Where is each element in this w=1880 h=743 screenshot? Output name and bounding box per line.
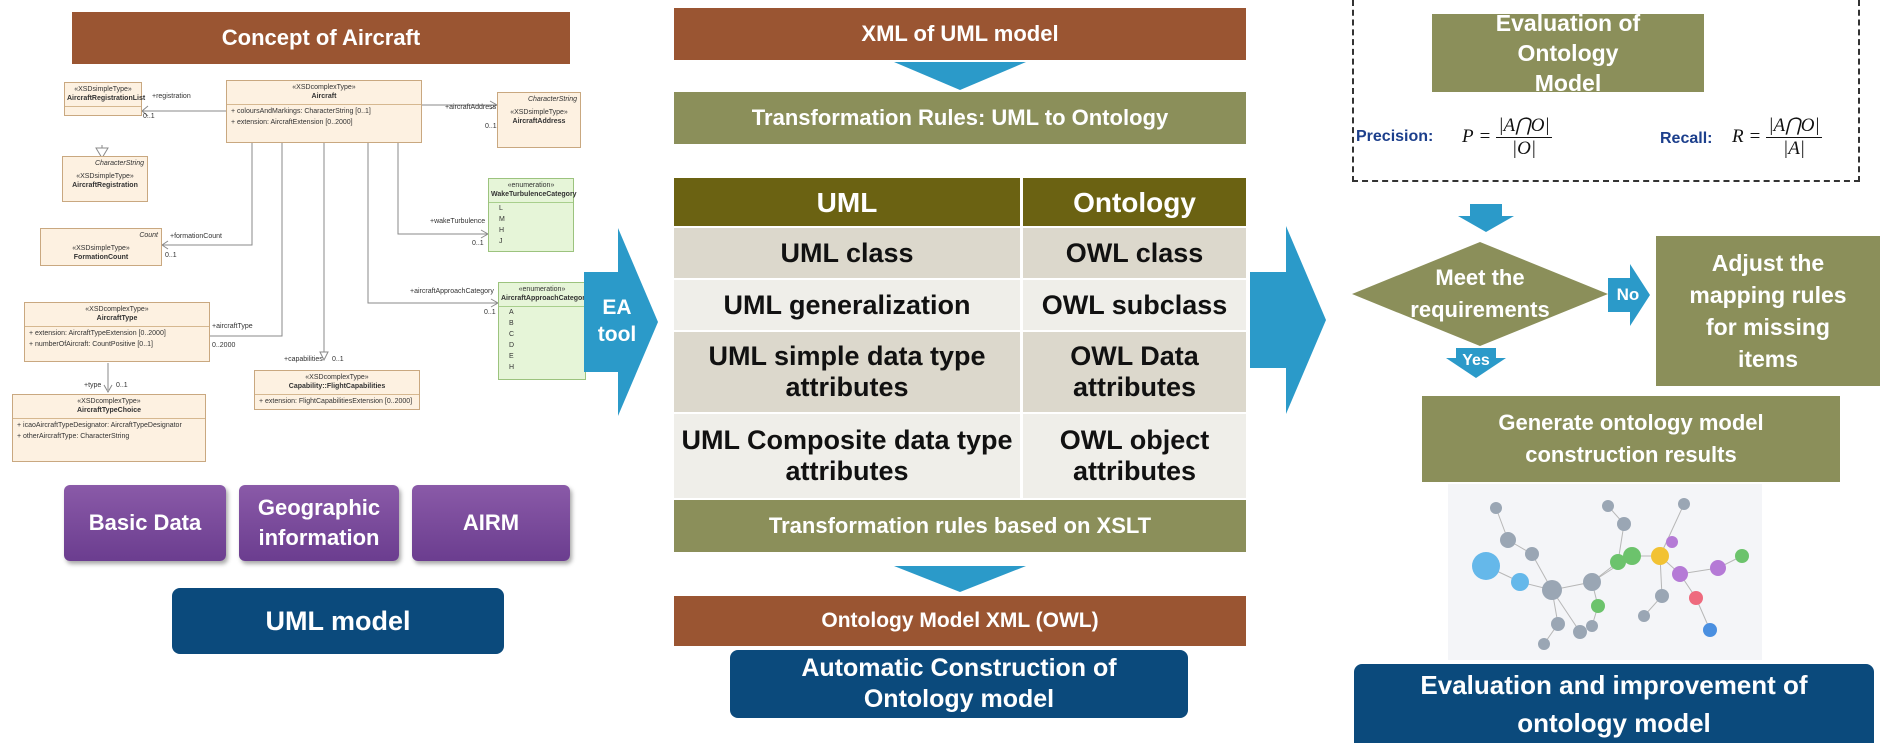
middle-to-right-arrow (1250, 226, 1326, 414)
recall-formula: R = |A⋂O| |A| (1732, 115, 1822, 159)
no-arrow (1608, 264, 1650, 326)
ontology-graph-image (1448, 484, 1762, 660)
precision-numerator: |A⋂O| (1496, 115, 1552, 138)
uml-model-label: UML model (172, 588, 504, 654)
decision-label: Meet the requirements (1410, 265, 1550, 322)
ea-tool-label: EA tool (597, 296, 637, 346)
uml-label-mult-choice: 0..1 (116, 382, 128, 389)
uml-label-approach-category: +aircraftApproachCategory (410, 288, 494, 295)
uml-aircraft-type-choice: «XSDcomplexType»AircraftTypeChoice + ica… (12, 394, 206, 462)
uml-aircraft-address: CharacterString «XSDsimpleType»AircraftA… (497, 92, 581, 148)
table-header-ontology: Ontology (1023, 178, 1246, 226)
uml-label-mult-appr: 0..1 (484, 309, 496, 316)
evaluation-panel (1352, 0, 1860, 182)
mapping-table: UML Ontology UML class OWL class UML gen… (674, 178, 1246, 498)
table-cell-ontology: OWL object attributes (1023, 414, 1246, 498)
uml-formation-count: Count «XSDsimpleType»FormationCount (40, 228, 162, 266)
table-cell-uml: UML simple data type attributes (674, 332, 1020, 412)
uml-label-mult-wake: 0..1 (472, 240, 484, 247)
ea-tool-arrow (584, 228, 658, 416)
uml-label-wake-turbulence: +wakeTurbulence (430, 218, 486, 225)
uml-label-mult-addr: 0..1 (485, 123, 497, 130)
recall-label: Recall: (1660, 130, 1713, 147)
decision-diamond (1352, 242, 1608, 346)
yes-arrow (1446, 348, 1506, 378)
table-cell-uml: UML Composite data type attributes (674, 414, 1020, 498)
adjust-mapping-rules-box: Adjust the mapping rules for missing ite… (1656, 236, 1880, 386)
table-cell-ontology: OWL class (1023, 228, 1246, 278)
uml-label-formation-count: +formationCount (170, 233, 222, 240)
recall-lhs: R (1732, 126, 1744, 147)
uml-label-aircraft-address: +aircraftAddress (445, 104, 497, 111)
precision-formula: P = |A⋂O| |O| (1462, 115, 1552, 159)
xslt-rules-header: Transformation rules based on XSLT (674, 500, 1246, 552)
uml-flight-capabilities: «XSDcomplexType»Capability::FlightCapabi… (254, 370, 420, 410)
uml-aircraft-registration: CharacterString «XSDsimpleType»AircraftR… (62, 156, 148, 202)
table-cell-ontology: OWL subclass (1023, 280, 1246, 330)
table-header-uml: UML (674, 178, 1020, 226)
table-cell-uml: UML generalization (674, 280, 1020, 330)
geographic-information-button[interactable]: Geographic information (239, 485, 399, 561)
recall-numerator: |A⋂O| (1766, 115, 1822, 138)
generate-results-box: Generate ontology model construction res… (1422, 396, 1840, 482)
precision-denominator: |O| (1511, 138, 1537, 159)
precision-lhs: P (1462, 126, 1474, 147)
evaluation-title: Evaluation of Ontology Model (1432, 10, 1704, 96)
table-cell-ontology: OWL Data attributes (1023, 332, 1246, 412)
transformation-rules-header: Transformation Rules: UML to Ontology (674, 92, 1246, 144)
uml-label-mult-type: 0..2000 (212, 342, 236, 349)
precision-label: Precision: (1356, 128, 1434, 145)
automatic-construction-label: Automatic Construction of Ontology model (730, 650, 1188, 718)
down-arrow-decision (1458, 204, 1514, 232)
uml-label-aircraft-type: +aircraftType (212, 323, 253, 330)
uml-label-mult-reg: 0..1 (143, 113, 155, 120)
uml-label-capabilities: +capabilities (284, 356, 323, 363)
uml-label-type: +type (84, 382, 102, 389)
ontology-model-xml-header: Ontology Model XML (OWL) (674, 596, 1246, 646)
xml-of-uml-model-header: XML of UML model (674, 8, 1246, 60)
concept-of-aircraft-header: Concept of Aircraft (72, 12, 570, 64)
uml-wake-turbulence-category: «enumeration»WakeTurbulenceCategory L M … (488, 178, 577, 252)
recall-denominator: |A| (1782, 138, 1806, 159)
basic-data-button[interactable]: Basic Data (64, 485, 226, 561)
uml-label-registration: +registration (152, 93, 191, 100)
table-cell-uml: UML class (674, 228, 1020, 278)
uml-aircraft-type: «XSDcomplexType»AircraftType + extension… (24, 302, 210, 362)
uml-aircraft: «XSDcomplexType»Aircraft + coloursAndMar… (226, 80, 422, 143)
airm-button[interactable]: AIRM (412, 485, 570, 561)
no-label: No (1616, 285, 1640, 304)
uml-label-mult-cap: 0..1 (332, 356, 344, 363)
yes-label: Yes (1462, 352, 1490, 369)
down-arrow-owl (894, 566, 1026, 592)
uml-label-mult-form: 0..1 (165, 252, 177, 259)
down-arrow-xml (894, 62, 1026, 90)
uml-aircraft-registration-list: «XSDsimpleType»AircraftRegistrationList (64, 82, 145, 116)
evaluation-improvement-label: Evaluation and improvement of ontology m… (1354, 664, 1874, 743)
uml-aircraft-approach-category: «enumeration»AircraftApproachCategory A … (498, 282, 589, 380)
